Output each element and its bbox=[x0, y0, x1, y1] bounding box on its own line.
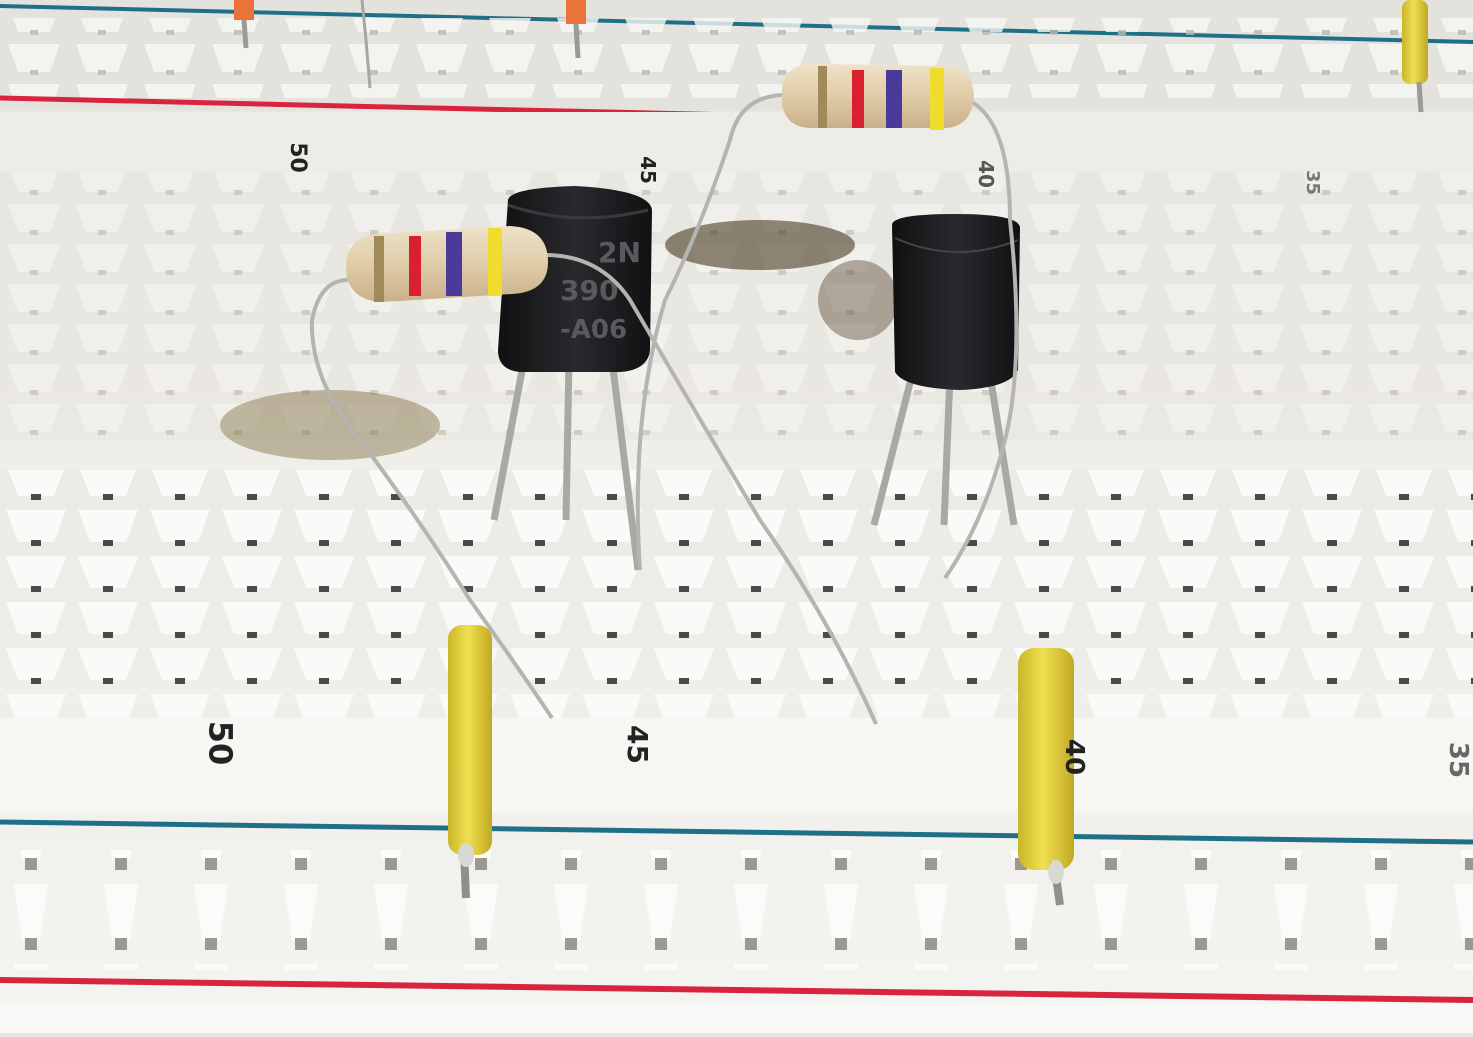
label-bottom-40: 40 bbox=[1059, 738, 1090, 776]
q1-marking-3: -A06 bbox=[560, 315, 627, 345]
label-top-40: 40 bbox=[973, 160, 998, 188]
bottom-power-rail bbox=[0, 819, 1473, 1034]
q1-marking-2: 390 bbox=[560, 274, 618, 307]
label-bottom-45: 45 bbox=[620, 725, 654, 764]
transistor-q1: 2N 390 -A06 bbox=[490, 186, 652, 571]
label-top-35: 35 bbox=[1302, 169, 1324, 196]
resistor-r2 bbox=[635, 64, 1019, 580]
resistor-r1 bbox=[309, 226, 878, 725]
q1-marking-1: 2N bbox=[598, 236, 641, 269]
jumper-wire-w2 bbox=[1018, 648, 1074, 906]
jumper-wire-w1 bbox=[448, 625, 492, 899]
label-bottom-35: 35 bbox=[1443, 741, 1473, 779]
label-bottom-50: 50 bbox=[201, 720, 240, 766]
top-jumper-wires bbox=[234, 0, 1428, 113]
label-top-50: 50 bbox=[284, 142, 310, 173]
label-top-45: 45 bbox=[635, 156, 660, 184]
